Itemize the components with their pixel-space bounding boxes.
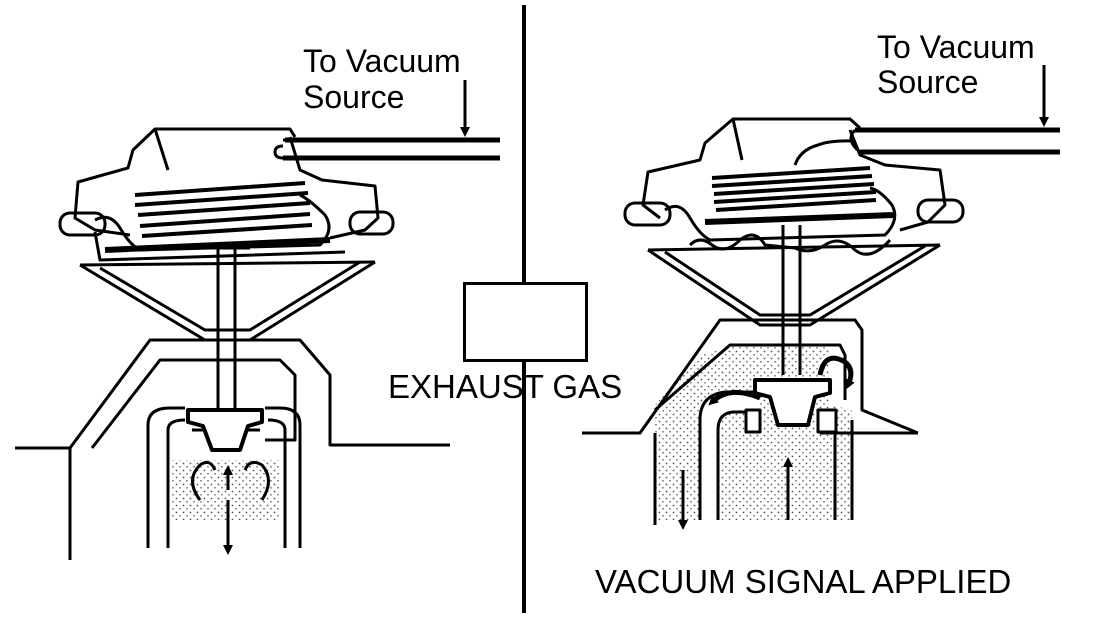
right-upper-cover [641,117,862,220]
left-vacuum-label-line2: Source [303,79,405,115]
right-diaphragm [704,212,896,225]
right-valve-body [582,318,919,435]
left-poppet-valve [186,408,264,452]
left-vacuum-tube [273,137,500,161]
right-egr-valve [582,65,1060,530]
right-top-flow-arrow [817,355,855,390]
left-valve-stem [216,248,237,410]
right-vacuum-label-line2: Source [877,64,979,100]
exhaust-gas-legend-swatch [463,282,588,362]
right-flange-left [623,201,672,227]
left-diaphragm [104,237,331,253]
left-egr-valve [15,80,500,560]
vacuum-signal-caption: VACUUM SIGNAL APPLIED [595,563,1012,600]
right-spring [711,166,877,212]
left-flange-right [348,210,395,236]
right-valve-stem [781,225,802,375]
right-flange-right [916,198,965,224]
left-upper-cover [73,127,297,237]
left-spring [134,181,313,238]
left-flange-left [58,211,107,237]
left-vacuum-label-line1: To Vacuum [303,43,461,79]
right-poppet-valve [753,378,832,427]
right-lower-housing [647,243,941,327]
right-vacuum-tube [793,127,1060,166]
right-side-flow-arrow [708,389,761,406]
exhaust-gas-legend-label: EXHAUST GAS [388,368,623,405]
right-vacuum-label-line1: To Vacuum [877,29,1035,65]
left-lower-housing [79,260,376,342]
